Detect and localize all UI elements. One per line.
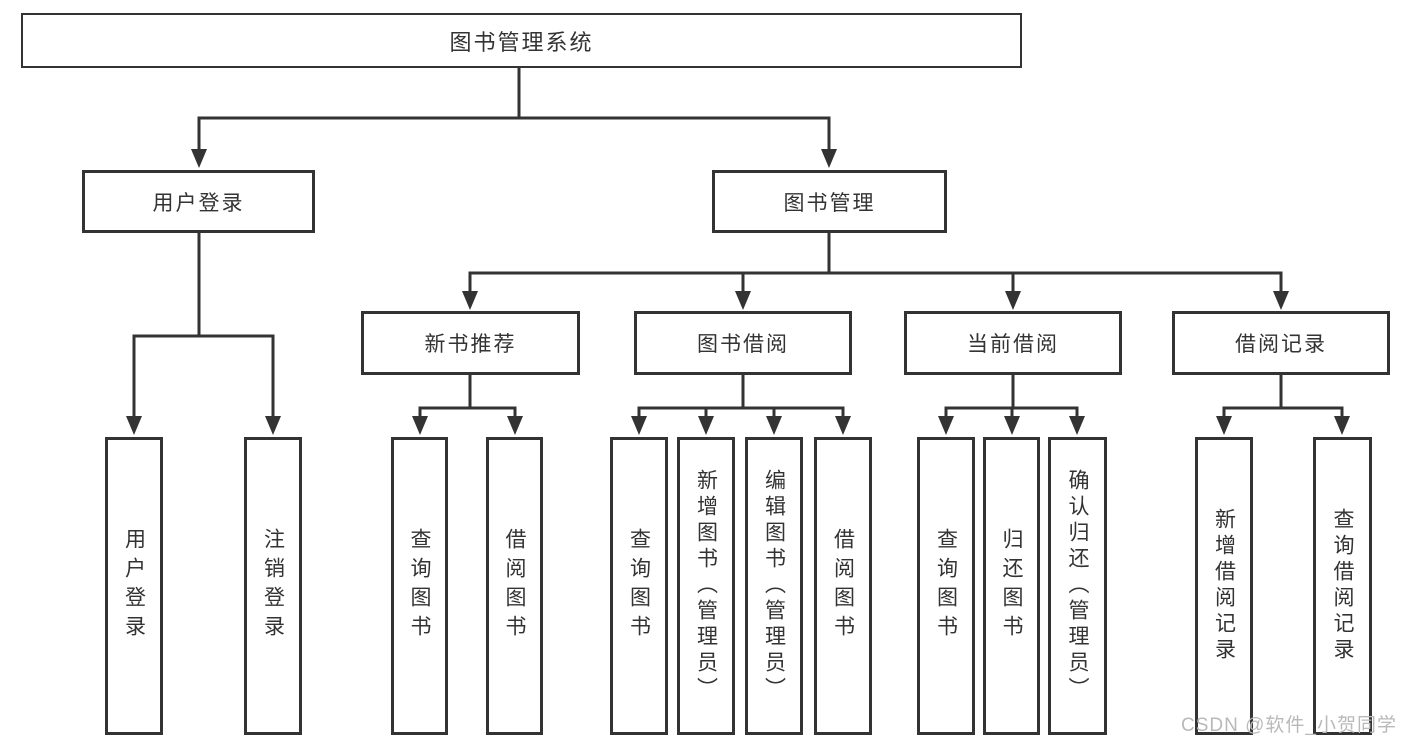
node-new-book-recommend-label: 新书推荐 [424,333,517,356]
node-system-root: 图书管理系统 [21,13,1022,68]
node-borrowing-records: 借阅记录 [1172,311,1390,375]
leaf-borrow-books-borrowing: 借阅图书 [814,437,872,735]
node-book-borrowing-label: 图书借阅 [697,333,789,356]
leaf-borrow-books-recommend: 借阅图书 [486,437,543,735]
node-new-book-recommend: 新书推荐 [361,311,580,375]
node-current-borrowing: 当前借阅 [904,311,1122,375]
edge-book-borrowing-to-leaves [631,373,851,435]
leaf-query-borrow-record: 查询借阅记录 [1313,437,1372,735]
node-book-management-label: 图书管理 [783,191,876,215]
leaf-borrow-books-recommend-label: 借阅图书 [503,528,526,644]
edge-current-borrowing-to-leaves [938,373,1085,435]
node-current-borrowing-label: 当前借阅 [967,333,1059,356]
edge-book-management-to-groups [462,231,1289,310]
leaf-add-borrow-record-label: 新增借阅记录 [1212,508,1236,664]
node-book-borrowing: 图书借阅 [634,311,852,375]
leaf-query-books-recommend: 查询图书 [391,437,448,735]
leaf-confirm-return-admin: 确认归还（管理员） [1048,437,1107,735]
leaf-query-books-recommend-label: 查询图书 [408,528,431,644]
node-system-root-label: 图书管理系统 [449,29,594,55]
leaf-confirm-return-admin-label: 确认归还（管理员） [1066,469,1089,703]
leaf-query-borrow-record-label: 查询借阅记录 [1331,508,1354,664]
leaf-user-login-label: 用户登录 [122,528,146,644]
edge-root-to-level2 [191,66,837,168]
leaf-edit-books-admin: 编辑图书（管理员） [745,437,803,735]
leaf-add-books-admin-label: 新增图书（管理员） [694,469,718,703]
node-user-login-label: 用户登录 [152,191,245,215]
leaf-query-books-current: 查询图书 [917,437,975,735]
leaf-edit-books-admin-label: 编辑图书（管理员） [762,469,786,703]
node-borrowing-records-label: 借阅记录 [1235,333,1327,356]
leaf-add-borrow-record: 新增借阅记录 [1195,437,1253,735]
leaf-query-books-current-label: 查询图书 [934,528,958,644]
leaf-borrow-books-borrowing-label: 借阅图书 [831,528,855,644]
leaf-query-books-borrowing: 查询图书 [610,437,668,735]
node-user-login: 用户登录 [82,170,315,233]
leaf-return-books-label: 归还图书 [1000,528,1023,644]
leaf-logout: 注销登录 [244,437,302,735]
leaf-add-books-admin: 新增图书（管理员） [677,437,735,735]
edge-new-book-recommend-to-leaves [412,373,523,435]
edge-user-login-to-leaves [126,231,281,435]
leaf-user-login: 用户登录 [105,437,163,735]
leaf-query-books-borrowing-label: 查询图书 [627,528,651,644]
leaf-return-books: 归还图书 [983,437,1040,735]
csdn-watermark: CSDN @软件_小贺同学 [1181,715,1397,736]
leaf-logout-label: 注销登录 [261,528,285,644]
node-book-management: 图书管理 [712,170,947,233]
edge-borrowing-records-to-leaves [1216,373,1350,435]
